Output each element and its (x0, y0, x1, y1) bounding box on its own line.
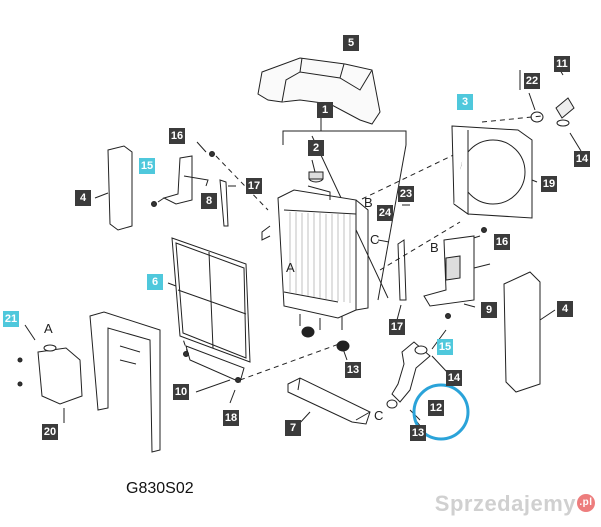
callout-15: 15 (139, 158, 155, 174)
lower-hose-part (386, 341, 431, 409)
callout-4: 4 (75, 190, 91, 206)
callout-12: 12 (428, 400, 444, 416)
callout-7: 7 (285, 420, 301, 436)
callout-17: 17 (246, 178, 262, 194)
callout-19: 19 (541, 176, 557, 192)
rubber-mount-part (301, 326, 350, 352)
connection-letter-b: B (364, 195, 373, 210)
fan-shroud-part (451, 125, 533, 219)
right-seal-strip-part (397, 239, 407, 301)
screen-frame-part (171, 237, 251, 383)
connection-letter-a: A (44, 321, 53, 336)
callout-9: 9 (481, 302, 497, 318)
radiator-part (261, 185, 369, 330)
callout-14: 14 (446, 370, 462, 386)
callout-13: 13 (410, 425, 426, 441)
callout-5: 5 (343, 35, 359, 51)
upper-shroud-part (257, 57, 381, 125)
upper-hose-fitting-part (530, 97, 575, 127)
callout-20: 20 (42, 424, 58, 440)
diagram-code: G830S02 (126, 480, 194, 497)
right-bracket-part (423, 227, 491, 319)
callout-14: 14 (574, 151, 590, 167)
callout-11: 11 (554, 56, 570, 72)
callout-15: 15 (437, 339, 453, 355)
lower-seal-part (287, 377, 371, 425)
callout-1: 1 (317, 102, 333, 118)
callout-22: 22 (524, 73, 540, 89)
coolant-reservoir-part (17, 311, 161, 453)
left-bracket-part (151, 151, 215, 207)
callout-3: 3 (457, 94, 473, 110)
highlight-circle (412, 383, 470, 441)
connection-letter-a: A (286, 260, 295, 275)
watermark-logo: Sprzedajemy.pl (435, 491, 595, 517)
callout-2: 2 (308, 140, 324, 156)
callout-6: 6 (147, 274, 163, 290)
left-side-seal-part (107, 145, 133, 231)
watermark-badge: .pl (577, 494, 595, 512)
callout-18: 18 (223, 410, 239, 426)
frame-bracket-part (183, 351, 241, 383)
connection-letter-c: C (370, 232, 380, 247)
callout-16: 16 (494, 234, 510, 250)
callout-13: 13 (345, 362, 361, 378)
callout-17: 17 (389, 319, 405, 335)
connection-letter-c: C (374, 408, 384, 423)
callout-21: 21 (3, 311, 19, 327)
callout-4: 4 (557, 301, 573, 317)
callout-16: 16 (169, 128, 185, 144)
callout-8: 8 (201, 193, 217, 209)
radiator-cap-part (308, 171, 324, 183)
callout-23: 23 (398, 186, 414, 202)
right-side-seal-part (503, 271, 541, 393)
callout-24: 24 (377, 205, 393, 221)
callout-10: 10 (173, 384, 189, 400)
connection-letter-b: B (430, 240, 439, 255)
watermark-text: Sprzedajemy (434, 491, 576, 516)
left-seal-strip-part (219, 179, 229, 227)
